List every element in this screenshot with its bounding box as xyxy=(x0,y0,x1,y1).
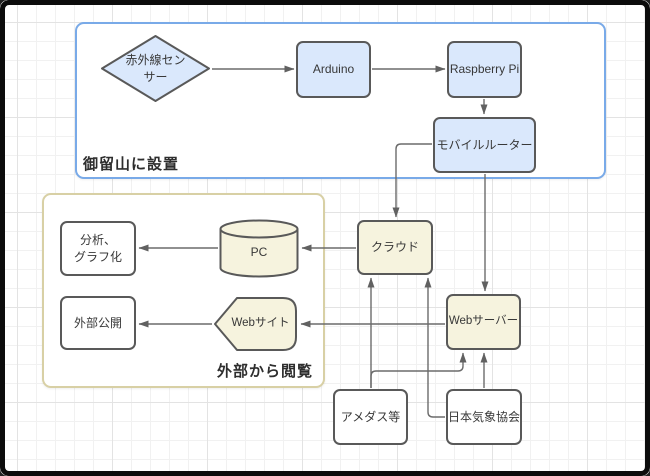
node-mobile-router[interactable]: モバイルルーター xyxy=(433,117,536,173)
node-infrared-sensor[interactable]: 赤外線セン サー xyxy=(100,34,211,103)
diamond-shape-icon xyxy=(101,35,210,102)
display-shape-icon xyxy=(214,297,297,351)
node-japan-weather-association[interactable]: 日本気象協会 xyxy=(446,389,522,445)
node-public-release[interactable]: 外部公開 xyxy=(60,296,136,350)
node-website[interactable]: Webサイト xyxy=(213,296,298,352)
node-public-release-label: 外部公開 xyxy=(73,315,122,330)
node-web-server-label: Webサーバー xyxy=(448,315,519,328)
node-amedas-label: アメダス等 xyxy=(340,409,401,424)
node-cloud[interactable]: クラウド xyxy=(357,220,433,275)
node-pc-label: PC xyxy=(250,245,268,260)
node-website-label: Webサイト xyxy=(231,317,290,330)
group-installed-label: 御留山に設置 xyxy=(83,156,180,173)
node-japan-weather-association-label: 日本気象協会 xyxy=(448,409,521,424)
edge-router-cloud xyxy=(392,143,432,218)
group-external-label: 外部から閲覧 xyxy=(216,363,313,380)
node-pc[interactable]: PC xyxy=(219,219,299,278)
node-web-server[interactable]: Webサーバー xyxy=(446,294,521,350)
node-amedas[interactable]: アメダス等 xyxy=(333,389,408,445)
edge-amedas-webserver xyxy=(370,352,467,388)
node-infrared-sensor-label: 赤外線セン サー xyxy=(125,53,186,84)
cylinder-shape-icon xyxy=(219,219,299,278)
node-analysis-graphing-label: 分析、 グラフ化 xyxy=(73,233,122,264)
node-analysis-graphing[interactable]: 分析、 グラフ化 xyxy=(60,221,136,276)
node-raspberry-pi[interactable]: Raspberry Pi xyxy=(447,41,522,98)
edge-jwa-cloud xyxy=(424,277,445,418)
node-raspberry-pi-label: Raspberry Pi xyxy=(449,62,520,77)
node-mobile-router-label: モバイルルーター xyxy=(436,137,533,152)
node-cloud-label: クラウド xyxy=(370,240,419,255)
node-arduino-label: Arduino xyxy=(312,62,355,77)
node-arduino[interactable]: Arduino xyxy=(296,41,371,98)
